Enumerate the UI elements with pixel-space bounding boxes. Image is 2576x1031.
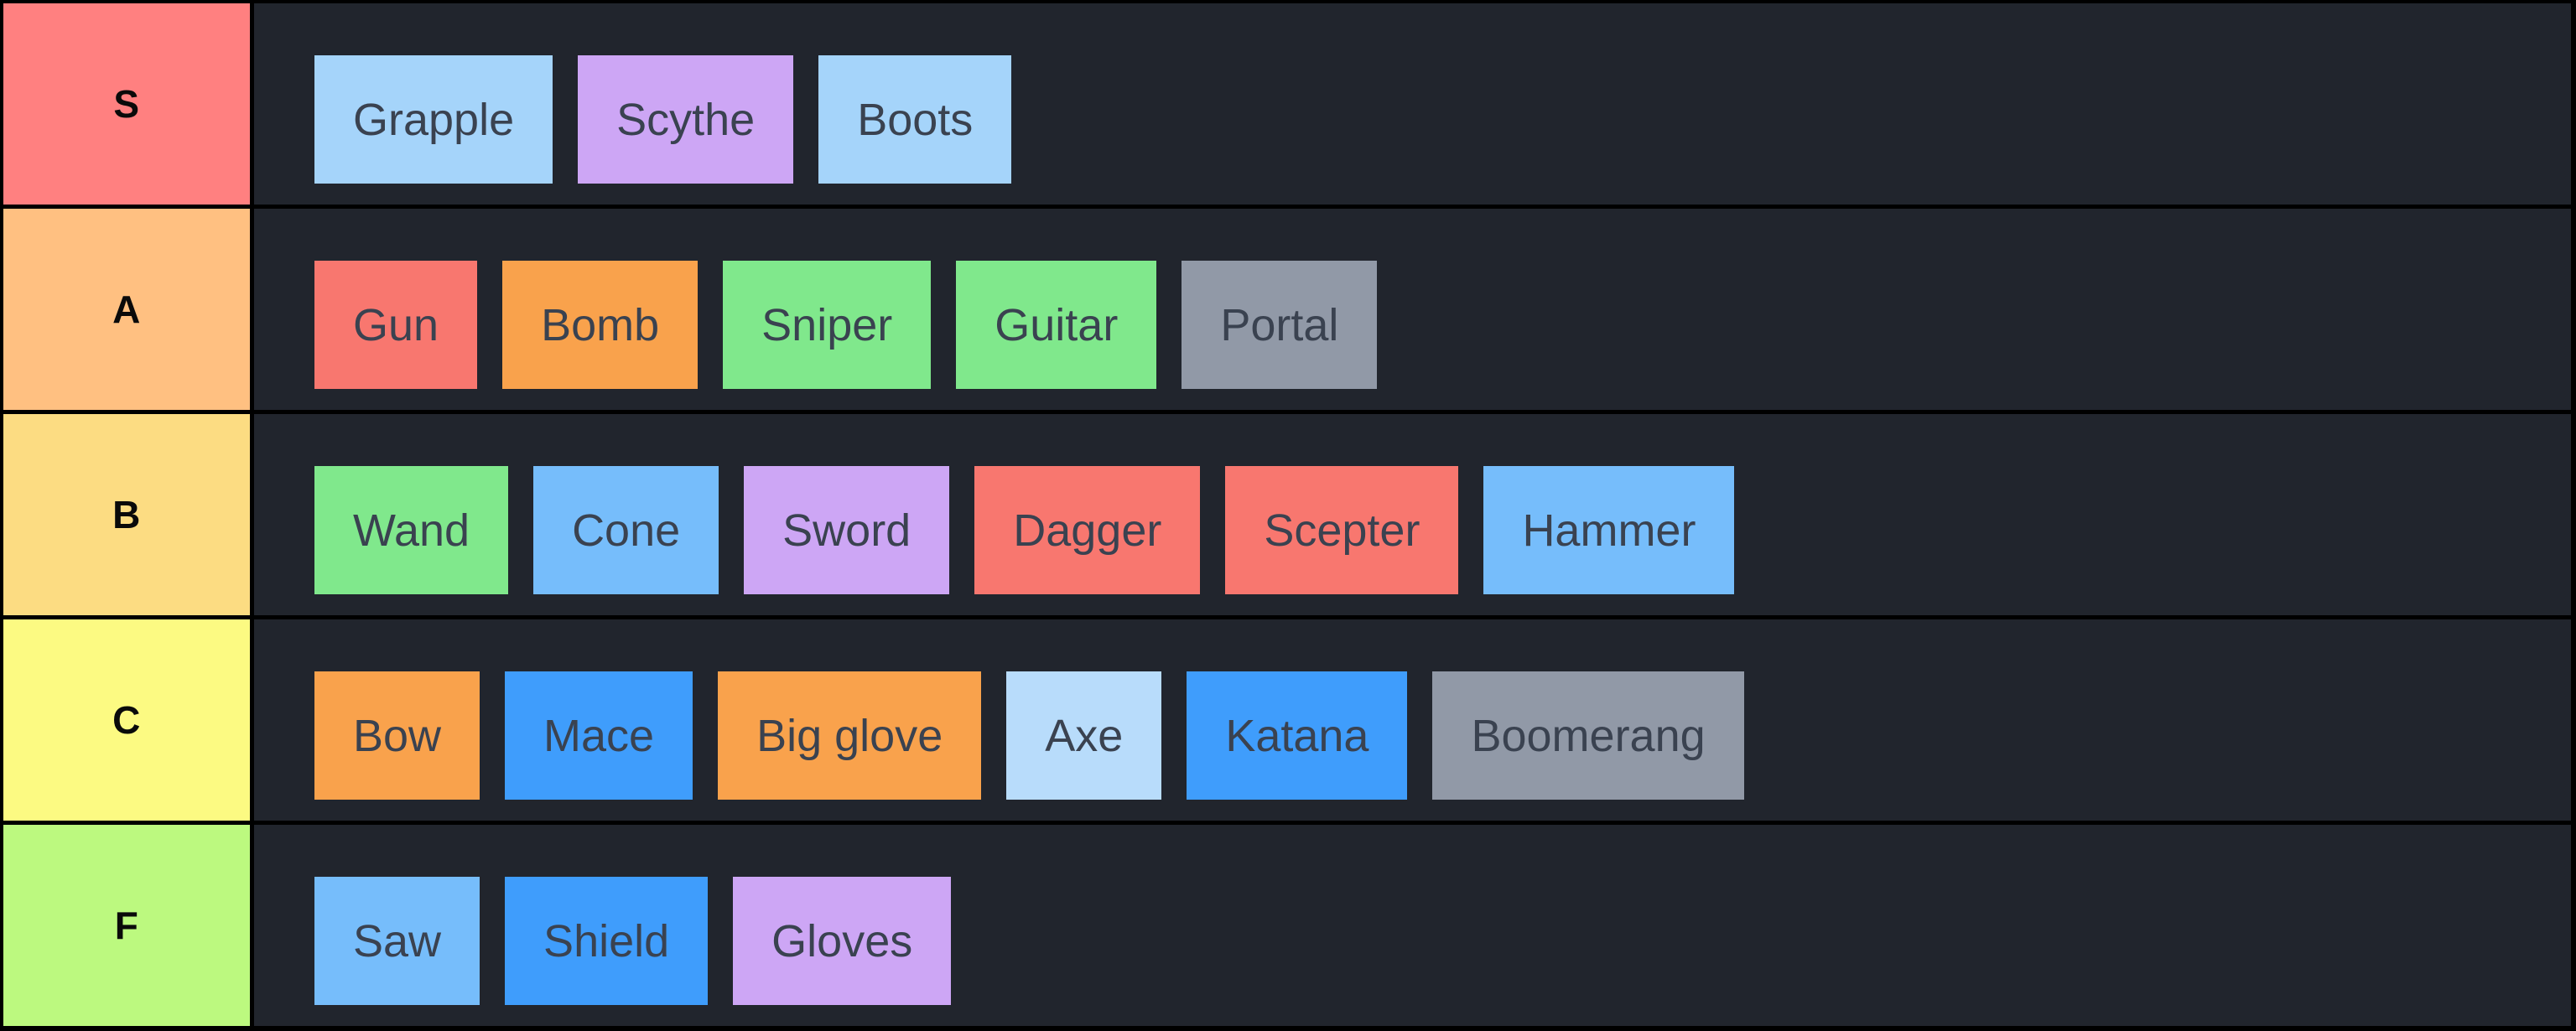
tier-row-c: C Bow Mace Big glove Axe Katana Boomerang xyxy=(3,619,2571,821)
item-label: Katana xyxy=(1225,710,1369,761)
item-tile-boots[interactable]: Boots xyxy=(818,55,1012,184)
item-label: Bow xyxy=(353,710,442,761)
item-tile-hammer[interactable]: Hammer xyxy=(1483,466,1735,594)
item-tile-gun[interactable]: Gun xyxy=(314,261,478,389)
tier-row-s: S Grapple Scythe Boots xyxy=(3,3,2571,205)
item-label: Axe xyxy=(1045,710,1124,761)
tier-label-cell: C xyxy=(3,619,250,821)
tier-label-text: S xyxy=(113,82,140,126)
item-tile-bow[interactable]: Bow xyxy=(314,671,480,800)
tier-label-cell: A xyxy=(3,209,250,410)
item-tile-sword[interactable]: Sword xyxy=(744,466,950,594)
tier-row-a: A Gun Bomb Sniper Guitar Portal xyxy=(3,209,2571,410)
item-label: Grapple xyxy=(353,94,515,145)
item-label: Big glove xyxy=(756,710,943,761)
item-tile-wand[interactable]: Wand xyxy=(314,466,509,594)
item-tile-scepter[interactable]: Scepter xyxy=(1225,466,1459,594)
item-tile-portal[interactable]: Portal xyxy=(1182,261,1378,389)
item-tile-guitar[interactable]: Guitar xyxy=(956,261,1157,389)
tier-items-container: Bow Mace Big glove Axe Katana Boomerang xyxy=(254,619,2571,821)
item-label: Wand xyxy=(353,505,470,556)
tier-label-text: A xyxy=(112,288,141,331)
item-tile-shield[interactable]: Shield xyxy=(505,877,709,1005)
item-tile-bomb[interactable]: Bomb xyxy=(502,261,699,389)
item-label: Boomerang xyxy=(1471,710,1706,761)
item-tile-dagger[interactable]: Dagger xyxy=(974,466,1201,594)
item-tile-saw[interactable]: Saw xyxy=(314,877,480,1005)
item-tile-mace[interactable]: Mace xyxy=(505,671,693,800)
item-label: Scythe xyxy=(616,94,756,145)
tier-items-container: Grapple Scythe Boots xyxy=(254,3,2571,205)
item-label: Dagger xyxy=(1013,505,1162,556)
tier-items-container: Saw Shield Gloves xyxy=(254,825,2571,1026)
tier-row-b: B Wand Cone Sword Dagger Scepter Hammer xyxy=(3,414,2571,615)
item-label: Hammer xyxy=(1522,505,1696,556)
item-tile-gloves[interactable]: Gloves xyxy=(733,877,952,1005)
item-label: Portal xyxy=(1220,299,1339,350)
item-tile-cone[interactable]: Cone xyxy=(533,466,719,594)
tier-items-container: Gun Bomb Sniper Guitar Portal xyxy=(254,209,2571,410)
item-tile-sniper[interactable]: Sniper xyxy=(723,261,932,389)
item-label: Gloves xyxy=(771,915,913,966)
tier-label-cell: F xyxy=(3,825,250,1026)
item-label: Scepter xyxy=(1264,505,1420,556)
item-tile-boomerang[interactable]: Boomerang xyxy=(1432,671,1744,800)
item-tile-katana[interactable]: Katana xyxy=(1187,671,1408,800)
tier-items-container: Wand Cone Sword Dagger Scepter Hammer xyxy=(254,414,2571,615)
tier-label-cell: B xyxy=(3,414,250,615)
tier-label-text: B xyxy=(112,493,141,536)
item-label: Gun xyxy=(353,299,439,350)
item-tile-scythe[interactable]: Scythe xyxy=(578,55,794,184)
item-label: Shield xyxy=(543,915,670,966)
item-label: Saw xyxy=(353,915,442,966)
tier-label-cell: S xyxy=(3,3,250,205)
item-label: Sword xyxy=(782,505,911,556)
item-label: Sniper xyxy=(761,299,893,350)
item-tile-axe[interactable]: Axe xyxy=(1006,671,1162,800)
item-tile-big-glove[interactable]: Big glove xyxy=(718,671,982,800)
item-label: Cone xyxy=(572,505,681,556)
item-label: Mace xyxy=(543,710,655,761)
item-label: Boots xyxy=(857,94,974,145)
item-tile-grapple[interactable]: Grapple xyxy=(314,55,553,184)
tier-row-f: F Saw Shield Gloves xyxy=(3,825,2571,1026)
tier-label-text: C xyxy=(112,698,141,742)
item-label: Guitar xyxy=(995,299,1119,350)
item-label: Bomb xyxy=(541,299,660,350)
tier-label-text: F xyxy=(114,904,139,947)
